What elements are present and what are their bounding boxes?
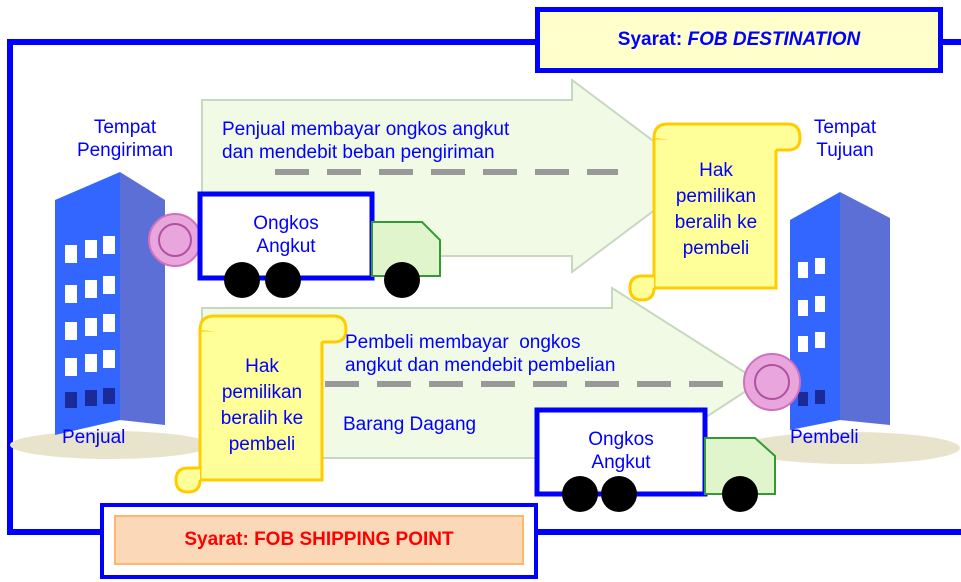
upper-flow-line2: dan mendebit beban pengiriman [222, 142, 495, 163]
upper-scroll-icon [628, 122, 802, 302]
upper-scroll-line4: pembeli [682, 238, 750, 259]
seller-label: Penjual [62, 427, 126, 448]
destination-place-line1: Tempat [813, 117, 877, 138]
fob-shipping-point-inner: Syarat: FOB SHIPPING POINT [114, 515, 524, 565]
lower-flow-text: Pembeli membayar ongkos angkut dan mende… [345, 331, 615, 377]
destination-place-line2: Tujuan [816, 140, 874, 161]
upper-truck-icon [197, 191, 441, 298]
origin-place-label: Tempat Pengiriman [55, 116, 195, 162]
origin-place-line1: Tempat [93, 117, 157, 138]
fob-destination-box: Syarat: FOB DESTINATION [535, 7, 943, 73]
goods-label: Barang Dagang [343, 414, 477, 435]
upper-truck-cargo-label: Ongkos Angkut [205, 212, 367, 258]
lower-flow-line2: angkut dan mendebit pembelian [345, 355, 616, 376]
fob-shipping-point-box: Syarat: FOB SHIPPING POINT [100, 503, 538, 579]
left-building-icon [55, 172, 165, 435]
lower-scroll-line1: Hak [245, 356, 279, 377]
fob-shipping-point-title: Syarat: FOB SHIPPING POINT [184, 529, 454, 550]
upper-scroll-line1: Hak [699, 160, 733, 181]
fob-destination-prefix: Syarat: [617, 29, 688, 50]
buyer-label: Pembeli [790, 427, 859, 448]
lower-truck-icon [534, 407, 776, 512]
destination-place-label: Tempat Tujuan [790, 116, 900, 162]
lower-scroll-icon [174, 314, 348, 494]
lower-scroll-line4: pembeli [228, 434, 296, 455]
upper-truck-cargo-line2: Angkut [256, 236, 316, 257]
upper-scroll-text: Hak pemilikan beralih ke pembeli [656, 158, 776, 262]
lower-truck-cargo-label: Ongkos Angkut [542, 428, 700, 474]
origin-place-line2: Pengiriman [76, 140, 174, 161]
fob-destination-term: FOB DESTINATION [687, 29, 861, 50]
upper-scroll-line3: beralih ke [674, 212, 758, 233]
left-seal-icon [148, 213, 202, 267]
lower-scroll-line2: pemilikan [221, 382, 303, 403]
lower-scroll-text: Hak pemilikan beralih ke pembeli [202, 354, 322, 458]
right-ground-shadow [740, 432, 960, 464]
right-seal-icon [743, 353, 801, 411]
upper-flow-line1: Penjual membayar ongkos angkut [222, 119, 510, 140]
lower-truck-cargo-line2: Angkut [591, 452, 651, 473]
lower-scroll-line3: beralih ke [220, 408, 304, 429]
upper-flow-text: Penjual membayar ongkos angkut dan mende… [222, 118, 509, 164]
right-building-icon [790, 192, 890, 430]
left-ground-shadow [10, 431, 210, 459]
upper-scroll-line2: pemilikan [675, 186, 757, 207]
lower-truck-cargo-line1: Ongkos [588, 429, 654, 450]
upper-truck-cargo-line1: Ongkos [253, 213, 319, 234]
lower-flow-line1: Pembeli membayar ongkos [345, 332, 581, 353]
